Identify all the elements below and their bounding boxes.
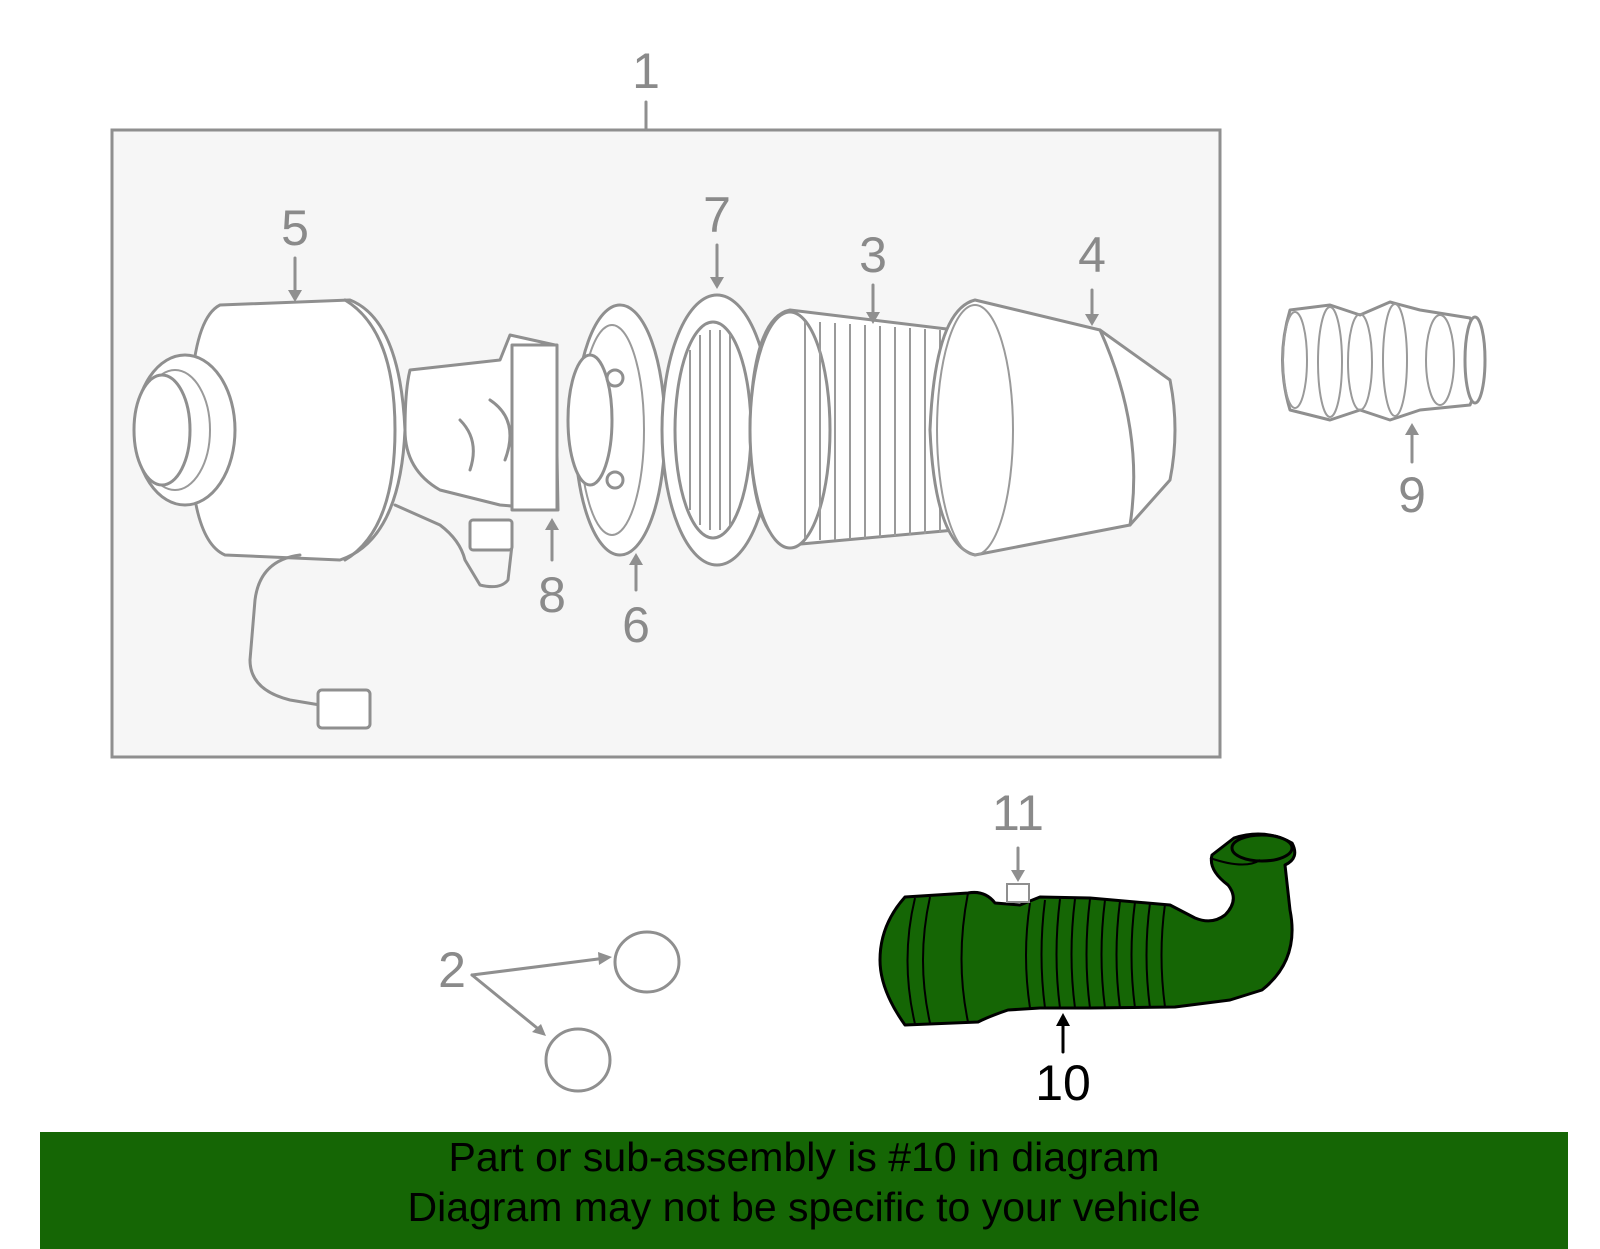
arrow-4 (1085, 314, 1099, 326)
callout-7: 7 (703, 187, 731, 243)
arrow-8 (545, 518, 559, 530)
part-7-seal-ring (660, 293, 774, 567)
banner-line-1: Part or sub-assembly is #10 in diagram (448, 1134, 1160, 1180)
arrow-9 (1405, 423, 1419, 435)
callout-1: 1 (632, 43, 660, 99)
part-3-filter-element (748, 308, 957, 550)
arrow-5 (288, 290, 302, 302)
callout-3: 3 (859, 227, 887, 283)
arrow-6 (629, 553, 643, 565)
part-10-intake-hose (878, 832, 1297, 1027)
arrow-11 (1011, 870, 1025, 882)
banner-line-2: Diagram may not be specific to your vehi… (407, 1184, 1201, 1230)
part-5-blower-housing (132, 298, 514, 730)
arrow-7 (710, 277, 724, 289)
callout-9: 9 (1398, 467, 1426, 523)
callout-4: 4 (1078, 227, 1106, 283)
info-banner: Part or sub-assembly is #10 in diagram D… (40, 1132, 1568, 1249)
part-2-o-rings (470, 930, 681, 1093)
arrow-3 (866, 312, 880, 324)
arrow-10 (1056, 1013, 1070, 1026)
callout-10: 10 (1035, 1055, 1091, 1111)
callout-5: 5 (281, 200, 309, 256)
part-4-filter-cover (928, 298, 1177, 557)
part-6-mount-ring (566, 303, 667, 557)
part-8-blower-motor (403, 333, 560, 552)
callout-6: 6 (622, 597, 650, 653)
callout-8: 8 (538, 567, 566, 623)
part-9-outlet-duct (1281, 300, 1487, 422)
callout-2: 2 (438, 942, 466, 998)
callout-11: 11 (992, 785, 1044, 841)
